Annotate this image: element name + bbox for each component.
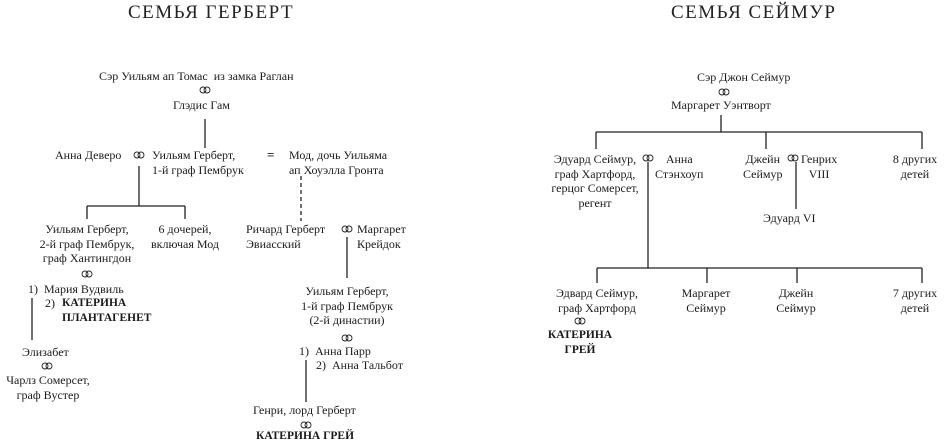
spouse-katherine-grey-herbert: КАТЕРИНА ГРЕЙ	[256, 430, 355, 442]
person-margaret-craddock: Маргарет Крейдок	[357, 222, 406, 251]
person-richard-herbert: Ричард Герберт Эвиасский	[246, 222, 326, 251]
person-henry-viii: Генрих VIII	[801, 152, 838, 181]
marriage-rings-icon	[133, 151, 145, 159]
spouse-number-2: 2)	[45, 296, 55, 310]
illegitimate-union-sign: =	[267, 147, 275, 162]
person-margaret-seymour: Маргарет Сеймур	[681, 286, 731, 315]
marriage-rings-icon	[341, 225, 353, 233]
marriage-rings-icon	[199, 86, 211, 94]
spouse-katherine-plantagenet: КАТЕРИНА ПЛАНТАГЕНЕТ	[62, 297, 152, 324]
spouse-anne-talbot: 2) Анна Тальбот	[316, 358, 403, 372]
person-edward-seymour-hertford: Эдвард Сеймур, граф Хартфорд	[555, 286, 638, 315]
seymour-family-title: СЕМЬЯ СЕЙМУР	[671, 2, 837, 23]
person-charles-somerset: Чарлз Сомерсет, граф Вустер	[6, 373, 90, 402]
person-maud: Мод, дочь Уильяма ап Хоуэлла Гронта	[289, 148, 388, 177]
person-henry-lord-herbert: Генри, лорд Герберт	[253, 403, 356, 417]
person-edward-vi: Эдуард VI	[763, 211, 816, 225]
person-margaret-wentworth: Маргарет Уэнтворт	[671, 98, 771, 112]
marriage-rings-icon	[81, 270, 93, 278]
person-john-seymour: Сэр Джон Сеймур	[697, 70, 791, 84]
person-edward-seymour-regent: Эдуард Сеймур, граф Хартфорд, герцог Сом…	[551, 152, 639, 210]
marriage-rings-icon	[718, 88, 730, 96]
marriage-rings-icon	[341, 334, 353, 342]
person-eight-other-children: 8 других детей	[892, 152, 938, 181]
person-william-ap-thomas: Сэр Уильям ап Томас из замка Раглан	[99, 69, 294, 83]
spouse-katherine-grey-seymour: КАТЕРИНА ГРЕЙ	[547, 329, 613, 356]
person-william-herbert-1st-earl: Уильям Герберт, 1-й граф Пембрук	[152, 148, 244, 177]
spouse-anne-parr: 1) Анна Парр	[299, 344, 371, 358]
person-elizabeth: Элизабет	[22, 345, 69, 359]
person-anna-devereux: Анна Деверо	[55, 148, 122, 162]
person-william-herbert-2nd-dynasty: Уильям Герберт, 1-й граф Пембрук (2-й ди…	[301, 284, 393, 327]
person-jane-seymour-2: Джейн Сеймур	[776, 286, 816, 315]
marriage-rings-icon	[300, 421, 312, 429]
person-gladys-gam: Глэдис Гам	[173, 98, 230, 112]
person-william-herbert-2nd-earl: Уильям Герберт, 2-й граф Пембрук, граф Х…	[39, 222, 135, 265]
person-six-daughters: 6 дочерей, включая Мод	[150, 222, 219, 251]
marriage-rings-icon	[574, 317, 586, 325]
marriage-rings-icon	[787, 154, 799, 162]
person-seven-other-children: 7 других детей	[892, 286, 938, 315]
marriage-rings-icon	[642, 154, 654, 162]
person-anne-stanhope: Анна Стэнхоуп	[655, 152, 704, 181]
herbert-family-title: СЕМЬЯ ГЕРБЕРТ	[128, 2, 295, 23]
spouse-mary-woodville: 1) Мария Вудвиль	[28, 282, 124, 296]
person-jane-seymour: Джейн Сеймур	[743, 152, 783, 181]
marriage-rings-icon	[41, 362, 53, 370]
